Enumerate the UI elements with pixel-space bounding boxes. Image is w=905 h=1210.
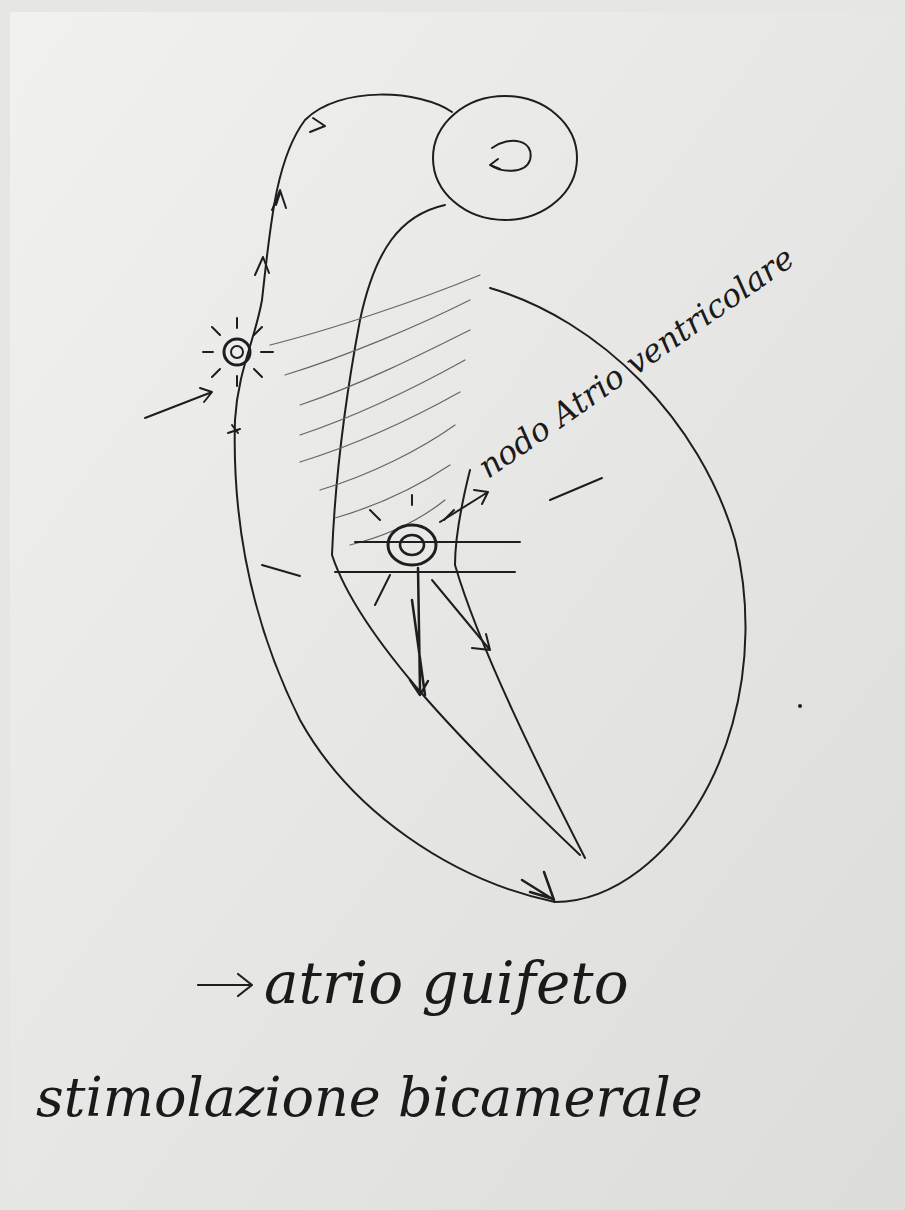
paper-sheet [10,12,905,1210]
septum-right [455,470,585,858]
conduction-arrow [310,118,325,132]
hatching [270,275,480,545]
av-node [335,495,520,695]
mark [550,478,602,500]
text-arrow [198,974,252,996]
apex-arrow [522,872,554,900]
dot [798,704,802,708]
leader-arrow [440,490,488,522]
septum-left [332,205,580,855]
atrium-circle [433,96,577,220]
handwritten-label: atrio guifeto [264,952,629,1016]
mark [262,565,300,576]
curl-arrow [490,141,531,171]
handwritten-label: stimolazione bicamerale [36,1068,703,1127]
sinus-node [203,318,273,433]
outer-wall [235,95,555,902]
conduction-arrow [255,257,269,275]
pacing-lead-arrow [145,388,212,418]
conduction-arrow [272,190,286,210]
